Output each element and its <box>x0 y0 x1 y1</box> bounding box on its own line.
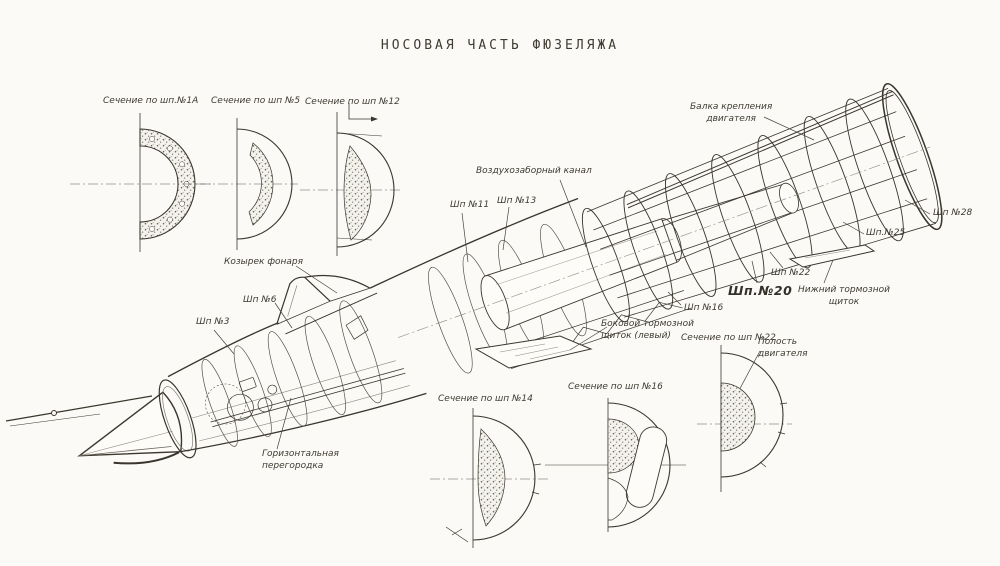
aft-truss-cage <box>581 83 943 323</box>
callout-frame-20: Шп.№20 <box>728 283 793 298</box>
callout-engine-cavity: Полость двигателя <box>758 337 808 359</box>
stringers <box>586 87 936 318</box>
callout-canopy-visor: Козырек фонаря <box>224 257 304 267</box>
callout-frame-22: Шп №22 <box>771 268 811 278</box>
section-14-label: Сечение по шп №14 <box>438 394 533 404</box>
callout-frame-3: Шп №3 <box>196 317 230 327</box>
section-22-label: Сечение по шп №22 <box>681 333 776 343</box>
side-brake-flap <box>474 335 593 369</box>
lower-brake-flap <box>788 244 876 268</box>
centerline <box>398 146 931 338</box>
forward-fuselage-skin <box>167 322 427 453</box>
section-5-label: Сечение по шп №5 <box>211 96 301 106</box>
section-5-view <box>182 118 298 250</box>
cockpit <box>285 292 378 340</box>
section-1a-view <box>70 113 212 252</box>
fuselage-body <box>77 83 943 465</box>
section-1a-label: Сечение по шп.№1А <box>103 96 199 106</box>
section-12-view <box>300 103 400 256</box>
section-16-label: Сечение по шп №16 <box>568 382 663 392</box>
callout-frame-6: Шп №6 <box>243 295 277 305</box>
section-16-view <box>545 398 686 532</box>
section-14-view <box>430 408 548 548</box>
engine-cavity-duct <box>662 182 799 261</box>
pitot-boom <box>5 395 153 427</box>
section-22-view <box>697 345 792 492</box>
leader-lines <box>213 116 931 450</box>
callout-horizontal-partition: Горизонтальная перегородка <box>262 449 339 471</box>
callout-frame-11: Шп №11 <box>450 200 490 210</box>
intake-lip-ring <box>158 379 197 459</box>
mid-fuselage-skin <box>369 197 579 289</box>
nose-cone <box>77 391 183 465</box>
callout-frame-16: Шп №16 <box>684 303 724 313</box>
section-12-label: Сечение по шп №12 <box>305 97 400 107</box>
callout-intake-duct: Воздухозаборный канал <box>476 166 592 176</box>
horizontal-partition <box>210 368 406 428</box>
canopy-visor <box>276 274 371 325</box>
callout-engine-beam: Балка крепления двигателя <box>690 102 773 124</box>
callout-frame-25: Шп.№25 <box>866 228 906 238</box>
callout-lower-brake-flap: Нижний тормозной щиток <box>798 285 890 307</box>
drawing-title: НОСОВАЯ ЧАСТЬ ФЮЗЕЛЯЖА <box>380 38 620 53</box>
engine-mount-beam <box>626 91 894 209</box>
callout-frame-28: Шп №28 <box>933 208 973 218</box>
callout-side-brake-flap: Боковой тормозной щиток (левый) <box>601 319 694 341</box>
callout-frame-13: Шп №13 <box>497 196 537 206</box>
